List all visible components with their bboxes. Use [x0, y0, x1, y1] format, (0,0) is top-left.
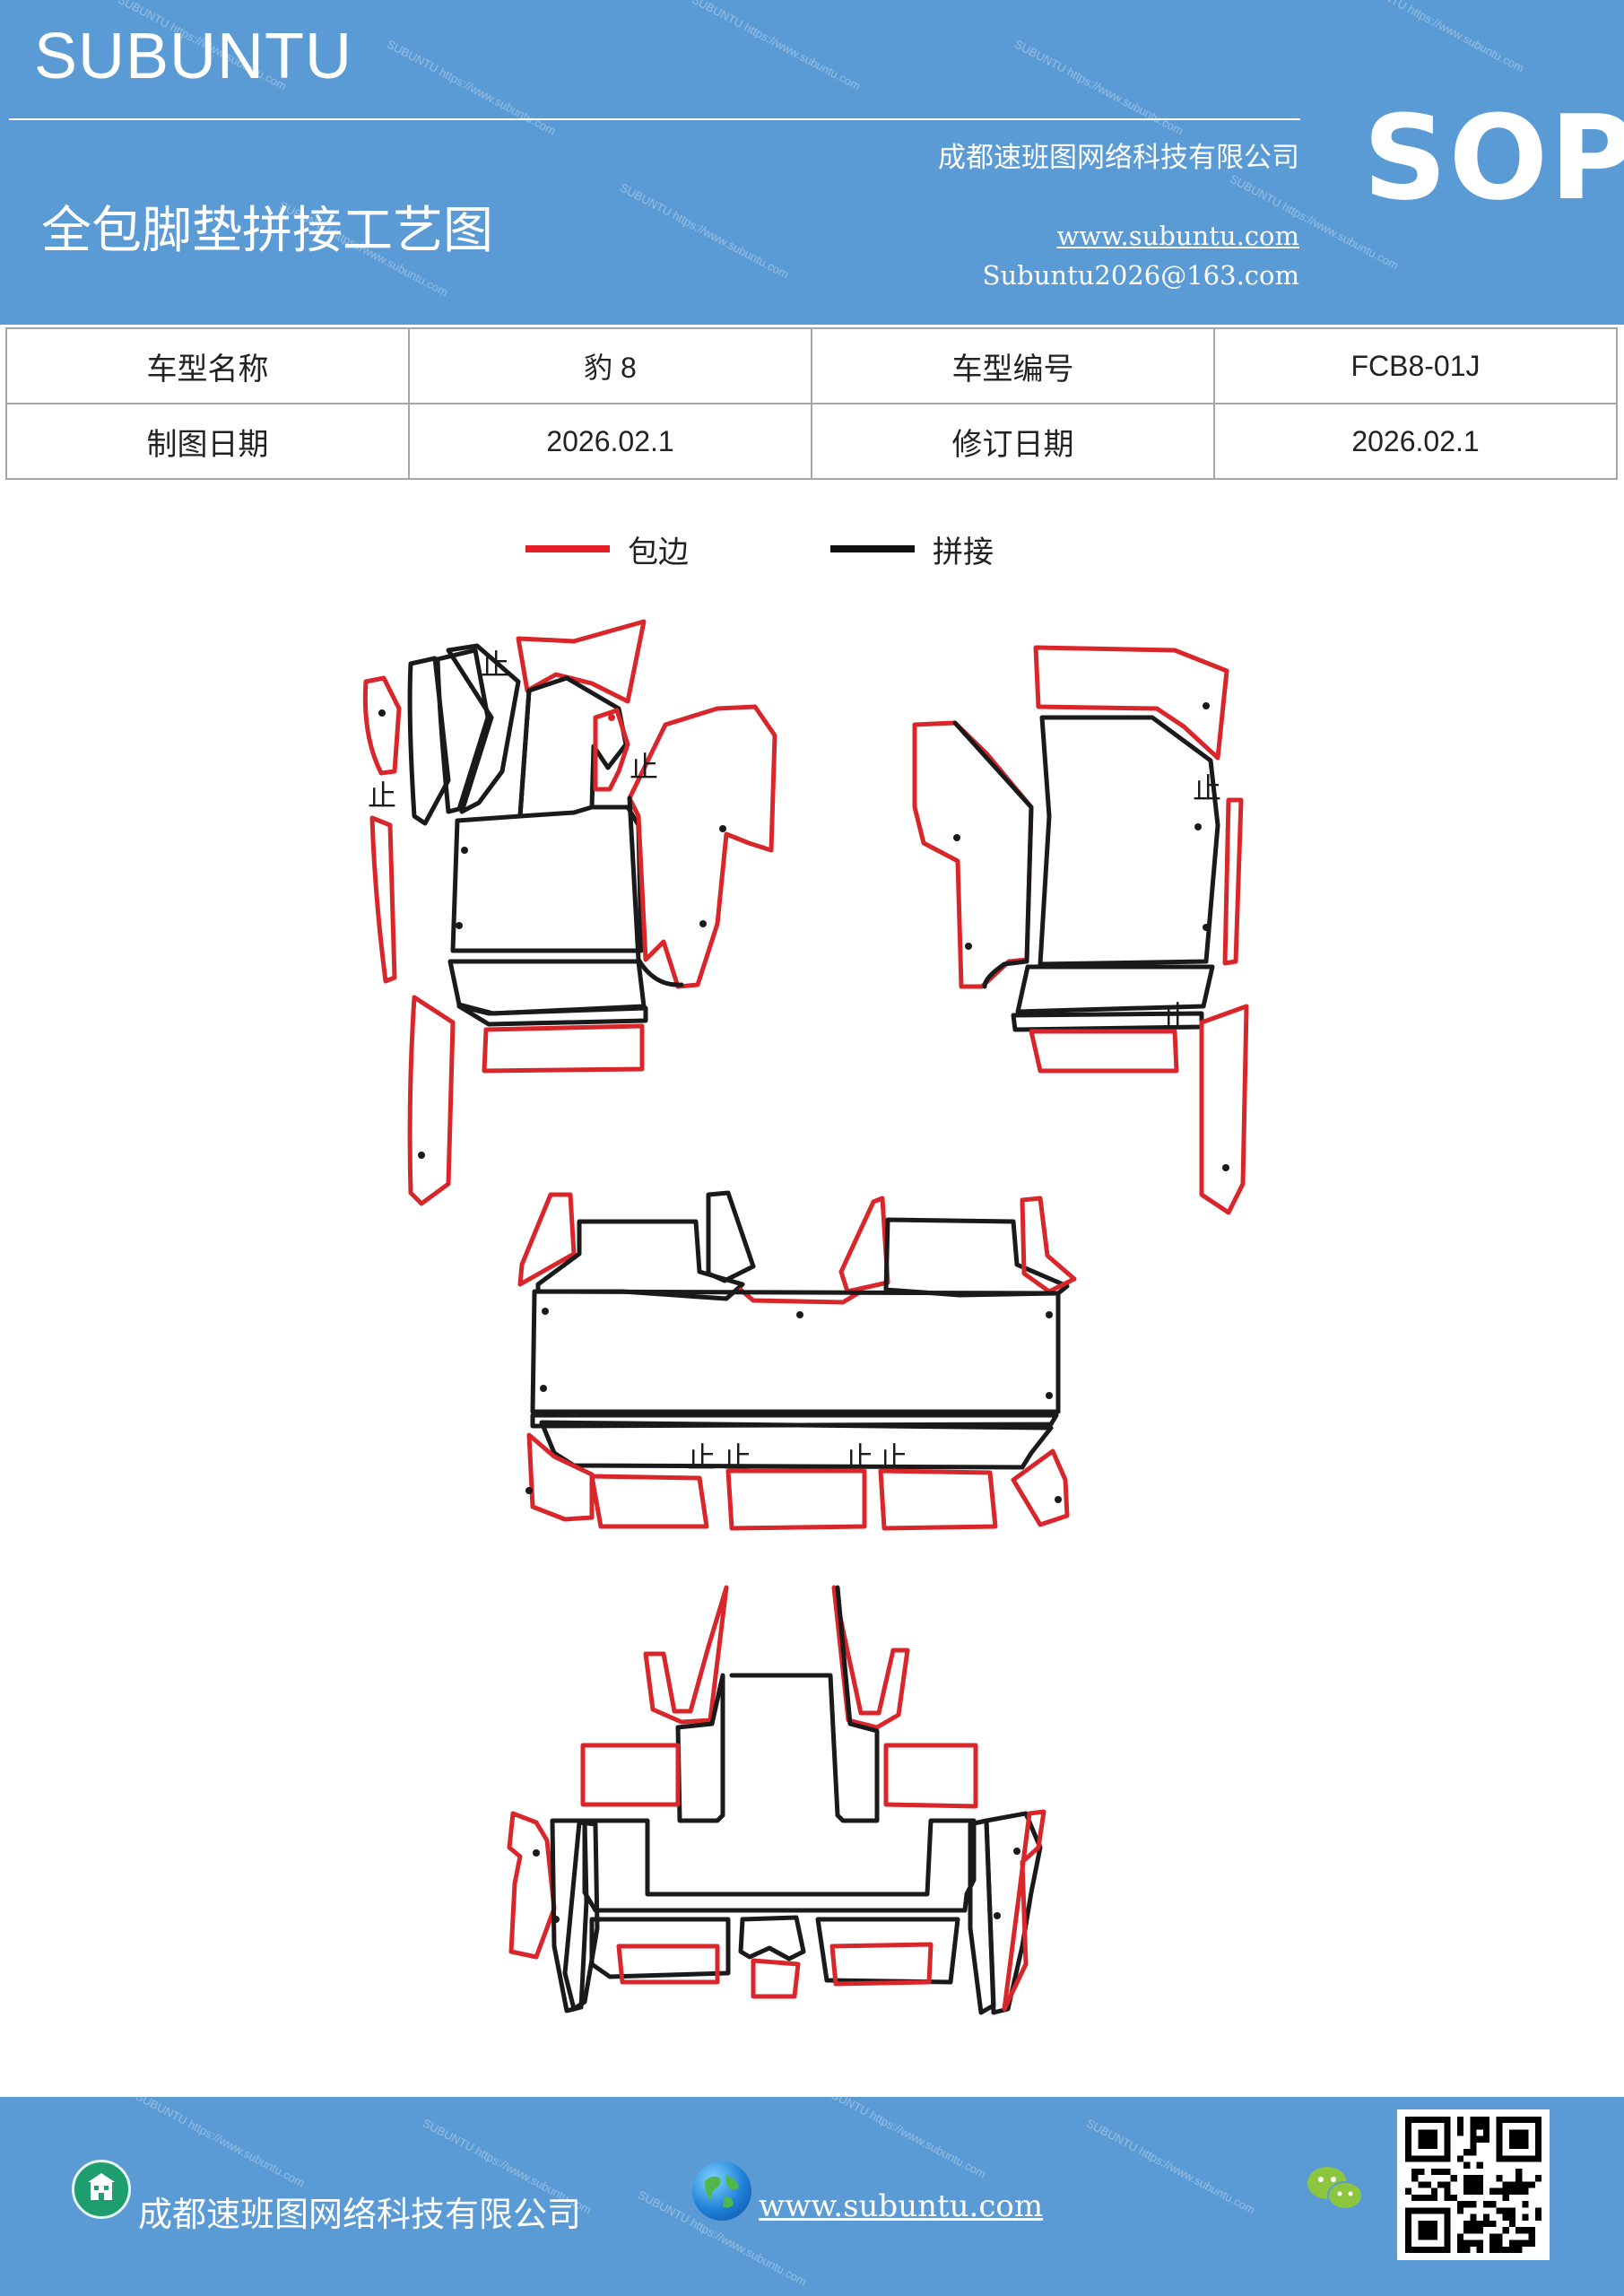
- building-icon: [72, 2160, 131, 2219]
- table-row: 制图日期 2026.02.1 修订日期 2026.02.1: [5, 403, 1618, 480]
- legend-item-seam: 拼接: [830, 522, 994, 576]
- globe-icon: [692, 2161, 751, 2221]
- website-link[interactable]: www.subuntu.com: [1056, 221, 1299, 251]
- stop-marker: 止: [687, 1440, 716, 1474]
- drawn-date-value: 2026.02.1: [408, 403, 812, 480]
- page-title: 全包脚垫拼接工艺图: [41, 202, 493, 260]
- watermark: SUBUNTU https://www.subuntu.com: [814, 2097, 989, 2181]
- watermark: SUBUNTU https://www.subuntu.com: [133, 2097, 308, 2190]
- table-row: 车型名称 豹 8 车型编号 FCB8-01J: [5, 327, 1618, 404]
- model-code-label: 车型编号: [811, 327, 1215, 404]
- company-name: 成都速班图网络科技有限公司: [938, 142, 1299, 174]
- email-address: Subuntu2026@163.com: [982, 260, 1299, 291]
- legend-swatch-red: [525, 545, 610, 552]
- footer-website-link[interactable]: www.subuntu.com: [759, 2188, 1044, 2224]
- brand-name: SUBUNTU: [34, 21, 353, 92]
- header-banner: SUBUNTU https://www.subuntu.com SUBUNTU …: [0, 0, 1624, 325]
- model-name-label: 车型名称: [5, 327, 410, 404]
- legend-item-edging: 包边: [525, 522, 689, 576]
- qr-code: [1397, 2109, 1550, 2260]
- watermark: SUBUNTU https://www.subuntu.com: [689, 0, 864, 93]
- third-row-mat-group: [507, 1585, 1046, 2015]
- stop-markers: 止 止 止 止 止 止 止 止 止: [368, 648, 1221, 1474]
- revised-date-value: 2026.02.1: [1213, 403, 1618, 480]
- stop-marker: 止: [630, 750, 658, 784]
- stop-marker: 止: [1162, 999, 1191, 1033]
- second-row-mat-group: [517, 1190, 1077, 1531]
- drawn-date-label: 制图日期: [5, 403, 410, 480]
- watermark: SUBUNTU https://www.subuntu.com: [1352, 0, 1527, 75]
- stop-marker: 止: [368, 778, 396, 813]
- left-front-mat-group: [362, 619, 777, 1206]
- stop-marker: 止: [481, 648, 509, 682]
- stop-marker: 止: [879, 1440, 908, 1474]
- watermark: SUBUNTU https://www.subuntu.com: [617, 180, 792, 282]
- watermark: SUBUNTU https://www.subuntu.com: [384, 37, 559, 138]
- legend-label: 包边: [628, 534, 689, 570]
- model-name-value: 豹 8: [408, 327, 812, 404]
- stop-marker: 止: [845, 1440, 873, 1474]
- footer-banner: SUBUNTU https://www.subuntu.com SUBUNTU …: [0, 2097, 1624, 2296]
- model-code-value: FCB8-01J: [1213, 327, 1618, 404]
- wechat-icon: [1304, 2161, 1367, 2215]
- sop-badge: SOP: [1363, 90, 1624, 226]
- revised-date-label: 修订日期: [811, 403, 1215, 480]
- legend-label: 拼接: [933, 534, 994, 570]
- footer-company-name: 成都速班图网络科技有限公司: [138, 2195, 582, 2234]
- legend-swatch-black: [830, 545, 915, 552]
- stop-marker: 止: [1193, 771, 1221, 805]
- right-front-mat-group: [912, 645, 1249, 1215]
- vehicle-info-table: 车型名称 豹 8 车型编号 FCB8-01J 制图日期 2026.02.1 修订…: [5, 327, 1618, 480]
- header-divider: [9, 118, 1300, 120]
- floor-mat-diagram: 止 止 止 止 止 止 止 止 止: [362, 619, 1249, 2015]
- qr-code-pattern: [1405, 2117, 1541, 2253]
- watermark: SUBUNTU https://www.subuntu.com: [1012, 37, 1186, 138]
- watermark: SUBUNTU https://www.subuntu.com: [1083, 2116, 1258, 2217]
- stop-marker: 止: [723, 1440, 751, 1474]
